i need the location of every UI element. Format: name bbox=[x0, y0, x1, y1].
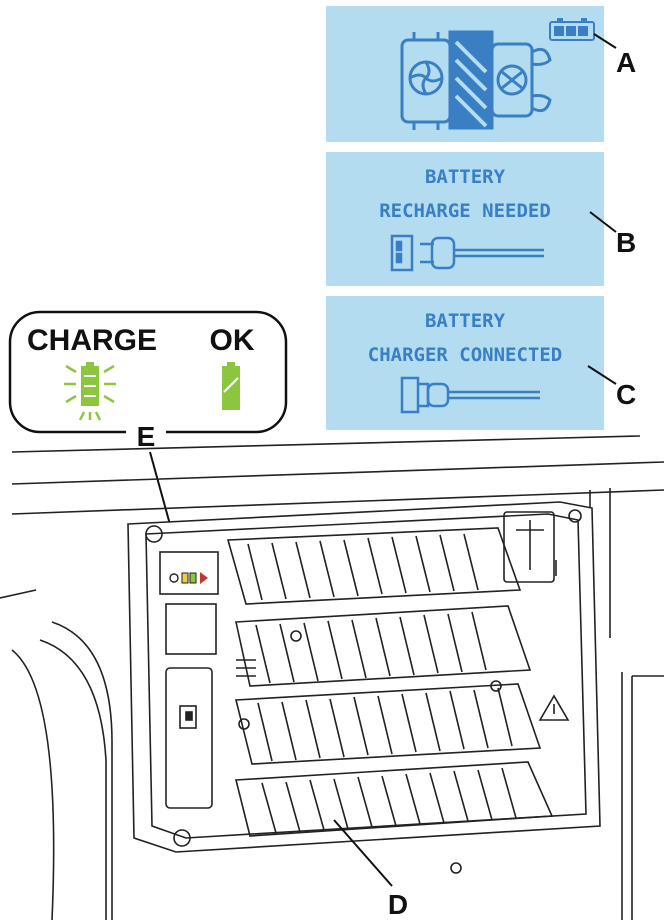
charger-plug-icon bbox=[400, 376, 540, 414]
lcd-panel-a bbox=[326, 6, 617, 142]
leader-line-d bbox=[333, 819, 393, 887]
leader-line-a bbox=[593, 33, 617, 49]
charger-module-icon bbox=[400, 30, 552, 130]
callout-a: A bbox=[616, 47, 636, 78]
callout-c: C bbox=[616, 379, 636, 410]
leader-line-b bbox=[589, 211, 617, 233]
lcd-panel-b: BATTERY RECHARGE NEEDED bbox=[326, 152, 617, 286]
panel-c-line2: CHARGER CONNECTED bbox=[368, 344, 562, 366]
panel-c-line1: BATTERY bbox=[425, 310, 506, 332]
charge-label: CHARGE bbox=[27, 324, 157, 357]
charger-unit-drawing bbox=[0, 435, 665, 920]
charged-battery-icon bbox=[222, 362, 240, 410]
callout-b: B bbox=[616, 227, 636, 258]
charging-battery-icon bbox=[64, 362, 116, 421]
callout-e: E bbox=[137, 421, 156, 452]
led-legend: CHARGE OK bbox=[8, 310, 288, 434]
heat-sink-fins bbox=[226, 527, 554, 837]
status-led-strip bbox=[169, 572, 208, 584]
callout-e-bg bbox=[126, 420, 166, 444]
plug-cable-icon bbox=[390, 234, 544, 272]
leader-line-c bbox=[587, 365, 617, 385]
lcd-panel-c: BATTERY CHARGER CONNECTED bbox=[326, 296, 617, 430]
panel-b-line1: BATTERY bbox=[425, 166, 506, 188]
callout-d: D bbox=[388, 889, 408, 920]
ok-label: OK bbox=[210, 324, 255, 357]
battery-level-icon bbox=[549, 18, 595, 41]
panel-b-line2: RECHARGE NEEDED bbox=[379, 200, 551, 222]
